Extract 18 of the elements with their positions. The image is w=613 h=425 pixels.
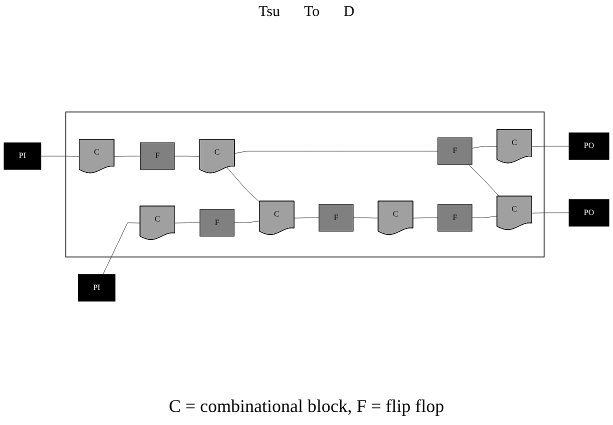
connector (174, 222, 200, 224)
connector (234, 150, 438, 154)
annotation-label: To (304, 4, 320, 21)
cluster (65, 112, 545, 258)
connector (532, 212, 570, 214)
connector (234, 220, 260, 223)
connector (353, 217, 379, 218)
connector (412, 217, 438, 218)
connector (102, 222, 140, 275)
connector (472, 216, 498, 218)
connector (472, 146, 498, 148)
annotation-label: D (344, 4, 354, 21)
caption: C = combinational block, F = flip flop (168, 396, 444, 417)
connector (468, 164, 500, 196)
connector (226, 167, 260, 202)
connector (294, 217, 320, 218)
annotation-label: Tsu (258, 4, 280, 21)
connector (532, 146, 570, 147)
